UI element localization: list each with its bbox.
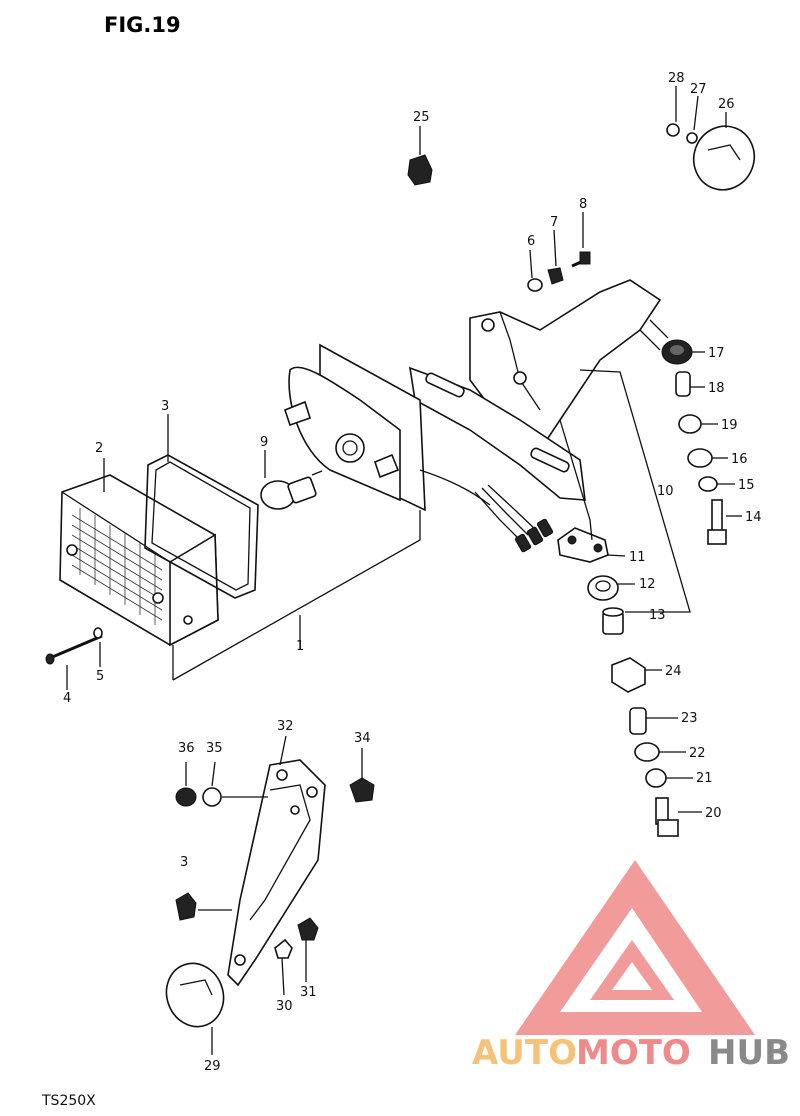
callout-17: 17 [708,346,725,361]
watermark-logo: AUTO MOTO HUB [472,860,790,1073]
callout-11: 11 [629,550,646,565]
bolt-20-part [655,797,679,837]
screw-part [45,634,103,665]
washer-15-part [698,476,718,492]
collar-23-part [629,707,647,735]
callout-34: 34 [354,731,371,746]
callout-18: 18 [708,381,725,396]
callout-32: 32 [277,719,294,734]
watermark-hub: HUB [708,1033,790,1073]
watermark-auto: AUTO [472,1033,577,1073]
callout-7: 7 [550,215,558,230]
watermark-moto: MOTO [576,1033,691,1073]
callout-35: 35 [206,741,223,756]
callout-29: 29 [204,1059,221,1074]
figure-title: FIG.19 [104,13,181,37]
washer-6-part [527,278,543,292]
washer-35-part [202,787,222,807]
nut-31-part [297,917,319,941]
washer-30-part [274,938,293,959]
callout-16: 16 [731,452,748,467]
fender-bracket-part [408,279,669,501]
nut-7-part [547,267,564,285]
callout-20: 20 [705,806,722,821]
callout-13: 13 [649,608,666,623]
callout-19: 19 [721,418,738,433]
bolt-8-part [571,251,591,268]
washer-22-part [634,742,660,762]
callout-28: 28 [668,71,685,86]
nut-34-part [349,777,375,803]
washer-21-part [645,768,667,788]
grommet-12-part [587,575,619,601]
callout-36: 36 [178,741,195,756]
callout-4: 4 [63,691,71,706]
callout-21: 21 [696,771,713,786]
collar-13-part [602,607,624,635]
callout-3: 3 [161,399,169,414]
callout-27: 27 [690,82,707,97]
callout-10: 10 [657,484,674,499]
bulb-part [260,470,323,510]
leader-lines [66,86,742,1055]
callout-31: 31 [300,985,317,1000]
nut-25-part [407,154,433,186]
nut-17-part [661,339,693,365]
nut-3-lower-part [175,892,197,921]
reflector-cap-part [692,125,756,191]
reflector-29-part [165,962,225,1028]
callout-22: 22 [689,746,706,761]
bolt-14-part [707,499,727,545]
washer-27-part [686,132,698,144]
washer-28-part [666,123,680,137]
callout-2: 2 [95,441,103,456]
callout-3-lower: 3 [180,855,188,870]
nut-36-part [175,787,197,807]
callout-23: 23 [681,711,698,726]
washer-19-part [678,414,702,434]
collar-18-part [675,371,691,397]
callout-30: 30 [276,999,293,1014]
callout-8: 8 [579,197,587,212]
tail-lamp-lens-part [59,474,219,647]
callout-26: 26 [718,97,735,112]
callout-1: 1 [296,639,304,654]
lamp-base-part [284,343,554,553]
callout-5: 5 [96,669,104,684]
nut-24-part [611,657,646,693]
callout-24: 24 [665,664,682,679]
callout-12: 12 [639,577,656,592]
washer-part [93,627,103,639]
callout-14: 14 [745,510,762,525]
callout-9: 9 [260,435,268,450]
callout-labels: 1 2 3 4 5 6 7 8 9 10 11 12 13 14 15 16 1… [63,71,762,1074]
callout-6: 6 [527,234,535,249]
callout-25: 25 [413,110,430,125]
reflector-bracket-part [227,759,326,987]
washer-16-part [687,448,713,468]
model-code: TS250X [41,1093,96,1109]
callout-15: 15 [738,478,755,493]
